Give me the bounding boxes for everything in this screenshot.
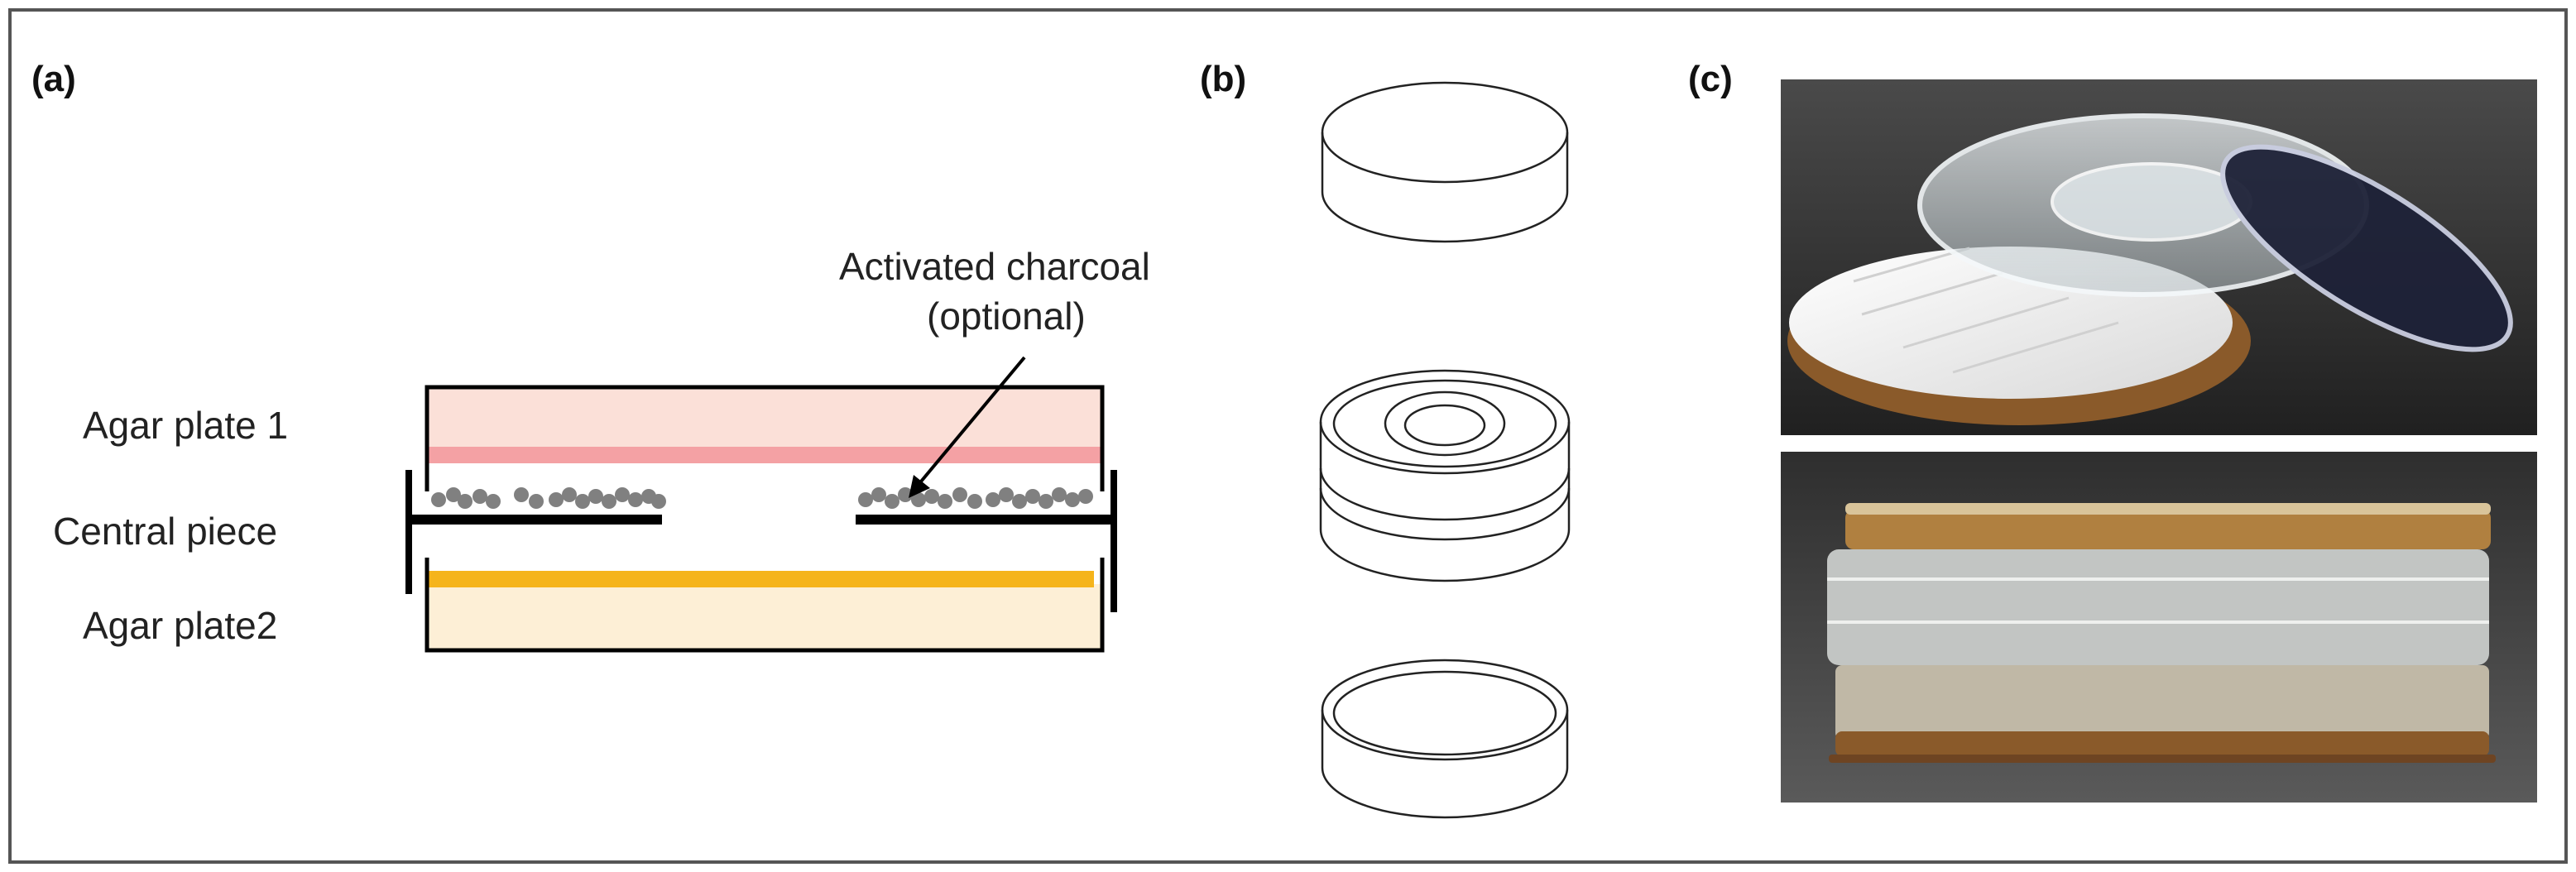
charcoal-granule: [938, 494, 952, 509]
label-agar-plate-2: Agar plate2: [83, 604, 277, 647]
agar-plate-1-fill: [427, 389, 1102, 447]
charcoal-granule: [529, 494, 544, 509]
charcoal-granule: [575, 494, 590, 509]
charcoal-granule: [446, 487, 461, 502]
charcoal-granule: [1065, 492, 1080, 507]
panel-c: (c): [1688, 59, 2537, 803]
charcoal-granule: [514, 487, 529, 502]
label-activated-charcoal: Activated charcoal: [839, 245, 1150, 288]
label-central-piece: Central piece: [53, 510, 277, 553]
bottom-dish: [1321, 659, 1569, 819]
charcoal-granule: [588, 489, 603, 504]
charcoal-granule: [615, 487, 630, 502]
charcoal-granule: [458, 494, 473, 509]
panel-c-letter: (c): [1688, 59, 1733, 99]
activated-charcoal: [431, 487, 1093, 509]
central-piece-drawing: [1319, 369, 1571, 582]
label-agar-plate-1: Agar plate 1: [83, 404, 288, 447]
charcoal-granule: [999, 487, 1014, 502]
charcoal-granule: [871, 487, 886, 502]
agar-plate-1-outline: [425, 385, 1105, 491]
charcoal-granule: [431, 492, 446, 507]
charcoal-granule: [898, 487, 913, 502]
photo-bottom-assembled-stack: [1781, 452, 2537, 803]
agar-plate-2-outline: [425, 558, 1105, 653]
top-dish-lid: [1321, 81, 1569, 243]
panel-b: (b): [1200, 59, 1571, 819]
charcoal-arrow: [915, 356, 1026, 488]
charcoal-granule: [549, 492, 564, 507]
agar-plate-2-layer: [427, 571, 1094, 587]
charcoal-granule: [1052, 487, 1067, 502]
charcoal-granule: [1025, 489, 1040, 504]
charcoal-granule: [911, 492, 926, 507]
charcoal-granule: [1039, 494, 1053, 509]
agar-plate-2-fill: [427, 584, 1102, 649]
panel-a-letter: (a): [31, 59, 76, 99]
charcoal-granule: [602, 494, 616, 509]
charcoal-granule: [1012, 494, 1027, 509]
charcoal-granule: [924, 489, 939, 504]
charcoal-granule: [967, 494, 982, 509]
charcoal-arrow-head: [909, 475, 930, 498]
charcoal-granule: [858, 492, 873, 507]
panel-a: (a) Agar plate 1 Central piece Agar plat…: [31, 59, 1150, 653]
charcoal-granule: [885, 494, 899, 509]
panel-b-letter: (b): [1200, 59, 1246, 99]
charcoal-granule: [1078, 489, 1093, 504]
charcoal-granule: [952, 487, 967, 502]
charcoal-granule: [562, 487, 577, 502]
label-optional: (optional): [927, 295, 1086, 338]
charcoal-granule: [628, 492, 643, 507]
charcoal-granule: [986, 492, 1000, 507]
agar-plate-1-layer: [427, 447, 1102, 463]
charcoal-granule: [473, 489, 487, 504]
photo-top-opened-dishes: [1781, 79, 2537, 435]
charcoal-granule: [486, 494, 501, 509]
charcoal-granule: [651, 494, 666, 509]
